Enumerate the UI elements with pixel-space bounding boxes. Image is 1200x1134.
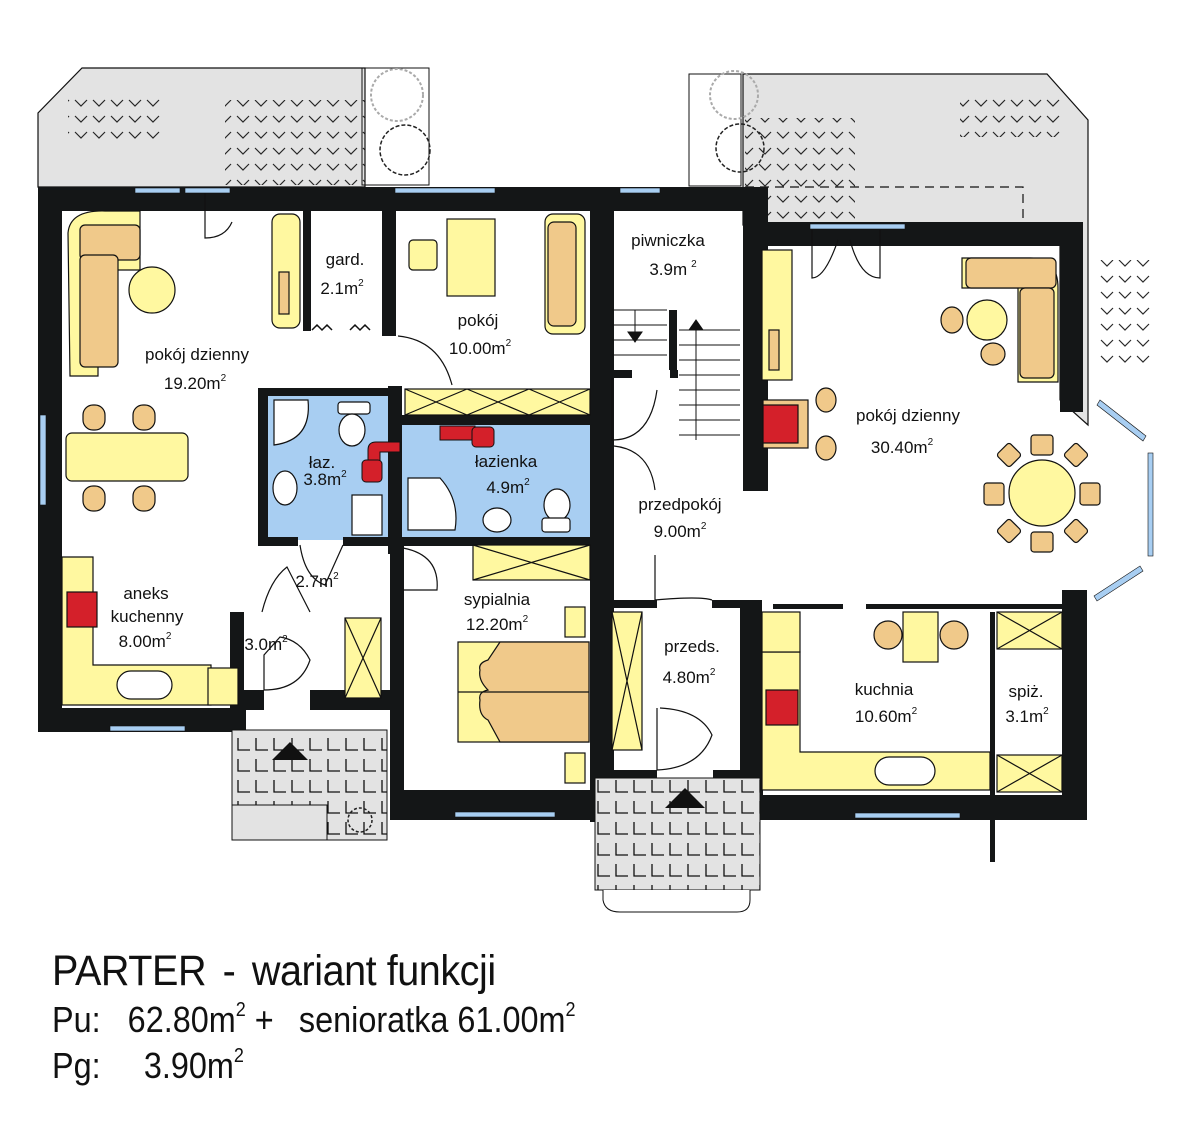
svg-text:przeds.: przeds. [664,637,720,656]
wardrobe-curtain [311,323,371,332]
svg-text:10.00m2: 10.00m2 [449,338,512,358]
pantry-shelves [996,611,1063,793]
senior-label: senioratka [298,999,449,1040]
room-labels: pokój dzienny 19.20m2 gard. 2.1m2 pokój … [111,231,1050,726]
sofa-corner-right [961,257,1059,383]
tv-cabinet-right [761,249,793,381]
svg-text:19.20m2: 19.20m2 [164,373,227,393]
svg-text:pokój: pokój [458,311,499,330]
doors [204,193,881,771]
svg-text:przedpokój: przedpokój [638,495,721,514]
sup: 2 [565,999,576,1021]
kitchen-counter [761,611,991,791]
svg-text:pokój dzienny: pokój dzienny [145,345,249,364]
svg-text:8.00m2: 8.00m2 [119,631,172,651]
terrace-right [742,73,1150,427]
pu-label: Pu: [52,999,101,1040]
terrace-left [37,67,366,188]
svg-text:3.8m2: 3.8m2 [303,469,347,489]
kitchen-table [873,611,969,663]
stairs [612,309,740,440]
svg-text:3.9m2: 3.9m2 [649,259,697,279]
sup: 2 [235,999,246,1021]
tv-cabinet-left [271,213,301,329]
variant-label: wariant funkcji [251,947,496,995]
pg-value: 3.90m [143,1045,234,1086]
floor-name: PARTER [52,947,207,995]
usable-area-row: Pu: 62.80m2 + senioratka 61.00m2 [52,997,576,1043]
svg-text:3.1m2: 3.1m2 [1005,706,1049,726]
nightstands [564,606,586,784]
svg-text:2.7m2: 2.7m2 [295,571,339,591]
svg-text:aneks: aneks [123,584,168,603]
dining-set-right [983,434,1101,553]
svg-text:kuchenny: kuchenny [111,607,184,626]
kitchenette-counter [61,556,239,706]
svg-text:10.60m2: 10.60m2 [855,706,918,726]
sofa-corner-left [67,210,141,377]
storage-cabinets [344,388,643,751]
svg-text:łazienka: łazienka [475,452,538,471]
pg-label: Pg: [52,1045,101,1086]
planter-left [361,67,431,186]
garage-area-row: Pg: 3.90m2 [52,1043,576,1089]
svg-text:4.80m2: 4.80m2 [663,667,716,687]
dining-set-left [65,404,189,512]
svg-text:łaz.: łaz. [309,453,335,472]
coffee-table-left [128,266,176,314]
windows [39,187,1154,819]
svg-text:9.00m2: 9.00m2 [654,521,707,541]
svg-text:spiż.: spiż. [1009,682,1044,701]
plant-icon [347,807,373,833]
fireplace [762,399,809,449]
entrance-left [231,729,388,841]
svg-text:12.20m2: 12.20m2 [466,614,529,634]
armchairs-right [815,306,1006,461]
title-separator: - [222,947,236,995]
senior-value: 61.00m [457,999,566,1040]
planter-right [688,70,765,187]
bath-fixtures [272,399,571,536]
plus-sign: + [254,999,274,1040]
pu-value: 62.80m [127,999,236,1040]
floor-plan: pokój dzienny 19.20m2 gard. 2.1m2 pokój … [37,67,1154,913]
floor-summary: PARTER-wariant funkcji Pu: 62.80m2 + sen… [52,945,634,1089]
sup: 2 [233,1045,244,1067]
svg-text:piwniczka: piwniczka [631,231,705,250]
bed [457,641,590,743]
svg-text:sypialnia: sypialnia [464,590,531,609]
plan-title: PARTER-wariant funkcji [52,945,587,997]
svg-text:30.40m2: 30.40m2 [871,437,934,457]
svg-text:2.1m2: 2.1m2 [320,278,364,298]
entrance-right [594,777,761,913]
ventilation-pipes [361,425,495,483]
coffee-table-right [966,299,1008,341]
svg-text:pokój dzienny: pokój dzienny [856,406,960,425]
svg-text:kuchnia: kuchnia [855,680,914,699]
desk [408,213,586,335]
svg-text:3.0m2: 3.0m2 [244,634,288,654]
svg-text:gard.: gard. [326,250,365,269]
svg-text:4.9m2: 4.9m2 [486,477,530,497]
